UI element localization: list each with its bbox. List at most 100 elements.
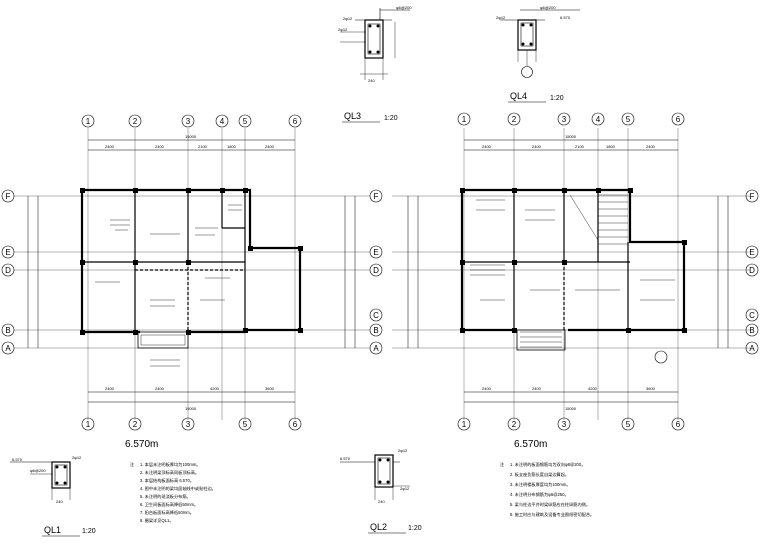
left-axis-col-1: 1 [86, 117, 91, 126]
notes-right-line: 4. 未注明分布钢筋为φ6@250。 [510, 491, 569, 498]
ql4-level: 6.570 [560, 15, 571, 20]
left-axis-col-4: 4 [220, 117, 225, 126]
right-dim-bot-1: 2400 [482, 386, 492, 391]
notes-left-line: 1. 本层未注明板厚均为100mm。 [140, 461, 201, 468]
left-dim-bot-3: 4200 [210, 386, 220, 391]
notes-left-line: 3. 本层结构板面标高 6.570。 [140, 477, 194, 484]
mid-axis-row-b: B [373, 326, 378, 335]
right-axis-row-d: D [749, 266, 755, 275]
left-axis-col-3: 3 [186, 117, 191, 126]
right-floor-plan: 15000 2400 2400 2100 1800 2400 2400 2400… [392, 112, 759, 450]
right-axis-col-6-bottom: 6 [676, 420, 681, 429]
ql3-title: QL3 [344, 111, 361, 121]
left-floor-plan: 15000 2400 2400 2100 1800 2400 2400 2400… [1, 114, 383, 450]
ql2-width: 240 [378, 499, 385, 504]
notes-right-line: 3. 未注明楼板厚度均为100mm。 [510, 481, 571, 488]
ql4-stirrup: φ6@200 [540, 5, 556, 10]
left-dim-top-4: 1800 [227, 144, 237, 149]
ql3-bottom-bar: 2φ12 [338, 27, 348, 32]
left-axis-row-b: B [5, 326, 10, 335]
left-dim-bot-2: 2400 [155, 386, 165, 391]
mid-axis-row-a: A [373, 344, 379, 353]
right-total-top: 15000 [565, 134, 577, 139]
right-axis-col-6: 6 [676, 115, 681, 124]
notes-left-line: 8. 圈梁详见QL1。 [140, 517, 174, 524]
ql2-top-bar: 2φ12 [398, 448, 408, 453]
notes-right-line: 6. 施工时应与建筑及设备专业图纸密切配合。 [510, 511, 594, 518]
right-total-bottom: 15000 [565, 406, 577, 411]
mid-axis-row-d: D [373, 266, 379, 275]
ql1-scale: 1:20 [82, 528, 96, 535]
left-axis-col-1-bottom: 1 [86, 420, 91, 429]
detail-ql1: 6.570 2φ12 φ6@200 240 QL1 1:20 [10, 455, 96, 537]
right-dim-top-5: 2400 [646, 144, 656, 149]
right-axis-row-e: E [749, 248, 754, 257]
ql4-scale: 1:20 [550, 95, 564, 102]
right-axis-row-f: F [750, 192, 755, 201]
left-axis-col-3-bottom: 3 [186, 420, 191, 429]
right-axis-col-1: 1 [462, 115, 467, 124]
left-dim-top-1: 2400 [105, 144, 115, 149]
right-axis-col-3-bottom: 3 [562, 420, 567, 429]
right-axis-col-2-bottom: 2 [512, 420, 517, 429]
right-dim-bot-2: 2400 [532, 386, 542, 391]
right-axis-col-1-bottom: 1 [462, 420, 467, 429]
notes-left-line: 6. 卫生间板面标高降低50mm。 [140, 501, 198, 508]
ql1-level: 6.570 [12, 457, 23, 462]
left-dim-top-5: 2400 [265, 144, 275, 149]
right-axis-col-3: 3 [562, 115, 567, 124]
left-axis-col-5-bottom: 5 [243, 420, 248, 429]
left-axis-col-5: 5 [243, 117, 248, 126]
notes-left: 注 1. 本层未注明板厚均为100mm。 2. 未注明梁顶标高同板顶标高。 3.… [130, 461, 216, 524]
right-axis-col-2: 2 [512, 115, 517, 124]
ql1-width: 240 [56, 499, 63, 504]
right-dim-bot-4: 3600 [646, 386, 656, 391]
left-axis-row-f: F [6, 192, 11, 201]
left-total-top: 15000 [185, 134, 197, 139]
left-dim-top-2: 2400 [155, 144, 165, 149]
right-axis-col-5-bottom: 5 [626, 420, 631, 429]
left-axis-row-a: A [5, 344, 11, 353]
notes-right-marker: 注 [500, 461, 505, 468]
notes-left-marker: 注 [130, 461, 135, 468]
notes-right-line: 2. 板支座负筋长度自梁边算起。 [510, 471, 569, 478]
right-axis-row-c: C [749, 311, 755, 320]
left-dim-top-3: 2100 [198, 144, 208, 149]
right-plan-elevation: 6.570m [514, 439, 547, 450]
right-dim-top-4: 1800 [606, 144, 616, 149]
right-axis-row-b: B [749, 326, 754, 335]
left-plan-elevation: 6.570m [125, 439, 158, 450]
notes-right-line: 5. 梁与柱边平齐时梁纵筋应在柱纵筋内侧。 [510, 501, 590, 508]
ql1-title: QL1 [44, 525, 61, 535]
right-dim-top-2: 2400 [532, 144, 542, 149]
detail-ql4: 2φ12 φ6@200 6.570 QL4 1:20 [496, 5, 580, 103]
ql4-title: QL4 [510, 91, 527, 101]
left-axis-col-6: 6 [293, 117, 298, 126]
ql3-stirrup: φ6@200 [396, 5, 412, 10]
ql3-scale: 1:20 [384, 115, 398, 122]
left-axis-col-6-bottom: 6 [293, 420, 298, 429]
ql2-title: QL2 [370, 522, 387, 532]
notes-right: 注 1. 未注明的板面钢筋均为双向φ8@200。 2. 板支座负筋长度自梁边算起… [500, 461, 594, 518]
ql1-top-bar: 2φ12 [72, 455, 82, 460]
left-axis-row-e: E [5, 248, 10, 257]
mid-axis-row-e: E [373, 248, 378, 257]
ql3-top-bar: 2φ12 [343, 16, 353, 21]
detail-ql2: 6.570 2φ12 2φ12 240 QL2 1:20 [340, 448, 422, 534]
ql4-top-bar: 2φ12 [496, 15, 506, 20]
mid-axis-row-c: C [373, 311, 379, 320]
ql1-stirrup: φ6@200 [30, 468, 46, 473]
mid-axis-row-f: F [374, 192, 379, 201]
left-dim-bot-1: 2400 [105, 386, 115, 391]
ql2-bottom-bar: 2φ12 [400, 486, 410, 491]
left-total-bottom: 15000 [185, 406, 197, 411]
right-axis-col-5: 5 [626, 115, 631, 124]
notes-left-line: 5. 未注明的现浇板分布筋。 [140, 493, 191, 500]
left-axis-row-d: D [5, 266, 11, 275]
right-dim-bot-3: 4200 [588, 386, 598, 391]
notes-left-line: 7. 阳台板面标高降低50mm。 [140, 509, 194, 516]
left-axis-col-2: 2 [133, 117, 138, 126]
ql2-scale: 1:20 [408, 525, 422, 532]
right-dim-top-3: 2100 [575, 144, 585, 149]
